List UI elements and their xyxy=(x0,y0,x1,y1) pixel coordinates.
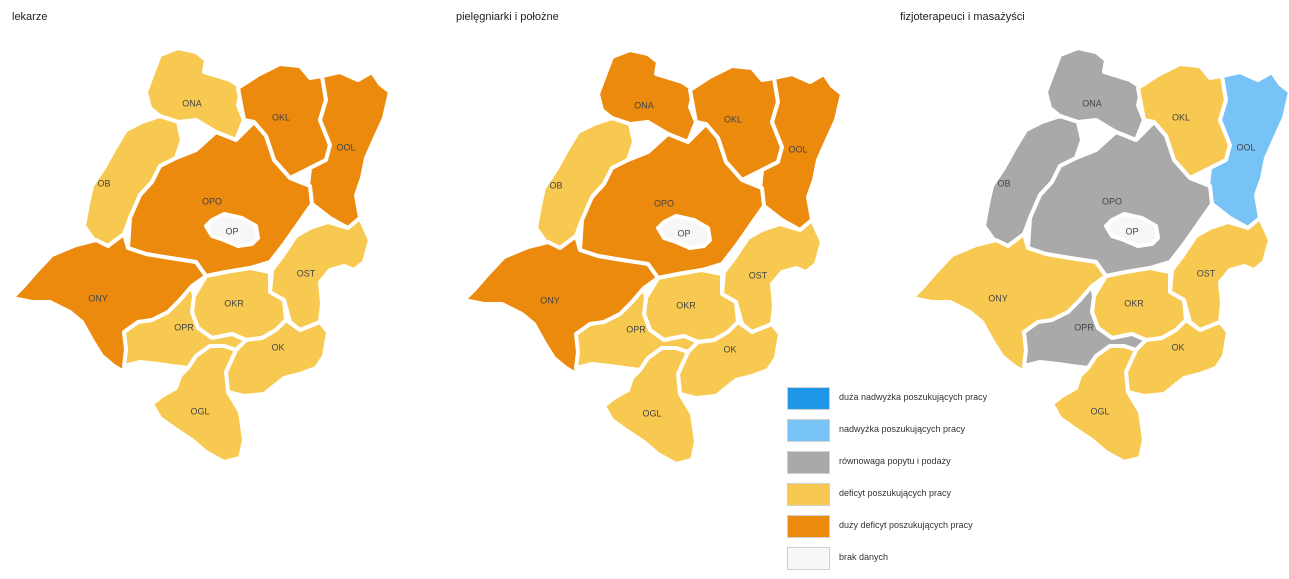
legend-swatch xyxy=(787,419,830,442)
region-label-ony: ONY xyxy=(88,293,108,303)
region-op xyxy=(1104,212,1160,248)
legend-label: duża nadwyżka poszukujących pracy xyxy=(839,392,988,402)
region-label-ost: OST xyxy=(297,268,316,278)
region-label-ogl: OGL xyxy=(1090,406,1109,416)
map-lekarze: ONA OKL OOL OB OPO OP ONY OST OKR OPR OK OGL xyxy=(10,46,392,464)
region-ogl xyxy=(150,344,246,464)
legend-label: nadwyżka poszukujących pracy xyxy=(839,424,966,434)
region-label-ob: OB xyxy=(97,178,110,188)
region-label-opo: OPO xyxy=(1102,196,1122,206)
region-label-opr: OPR xyxy=(174,322,194,332)
region-ona xyxy=(144,46,246,142)
region-label-okl: OKL xyxy=(1172,112,1190,122)
map-pielegniarki: ONA OKL OOL OB OPO OP ONY OST OKR OPR OK OGL xyxy=(462,48,844,466)
region-label-ony: ONY xyxy=(988,293,1008,303)
region-label-ob: OB xyxy=(549,180,562,190)
region-label-okl: OKL xyxy=(272,112,290,122)
region-op xyxy=(656,214,712,250)
region-label-opo: OPO xyxy=(654,198,674,208)
region-label-okr: OKR xyxy=(676,300,696,310)
legend-swatch xyxy=(787,483,830,506)
region-opo xyxy=(126,120,314,278)
region-label-op: OP xyxy=(1125,226,1138,236)
region-label-ok: OK xyxy=(723,344,736,354)
legend-label: brak danych xyxy=(839,552,889,562)
region-label-ona: ONA xyxy=(182,98,202,108)
region-ool xyxy=(306,70,392,230)
region-label-ok: OK xyxy=(1171,342,1184,352)
region-ool xyxy=(758,72,844,232)
region-label-okr: OKR xyxy=(224,298,244,308)
region-label-okr: OKR xyxy=(1124,298,1144,308)
region-label-op: OP xyxy=(225,226,238,236)
legend-swatch xyxy=(787,515,830,538)
legend-label: równowaga popytu i podaży xyxy=(839,456,951,466)
region-op xyxy=(204,212,260,248)
legend-label: duży deficyt poszukujących pracy xyxy=(839,520,973,530)
region-ona xyxy=(1044,46,1146,142)
region-label-opr: OPR xyxy=(1074,322,1094,332)
legend-swatch xyxy=(787,547,830,570)
legend-label: deficyt poszukujących pracy xyxy=(839,488,952,498)
region-label-ool: OOL xyxy=(1236,142,1255,152)
region-label-opo: OPO xyxy=(202,196,222,206)
region-ogl xyxy=(1050,344,1146,464)
map-fizjoterapeuci: ONA OKL OOL OB OPO OP ONY OST OKR OPR OK OGL xyxy=(910,46,1289,464)
region-label-opr: OPR xyxy=(626,324,646,334)
region-label-okl: OKL xyxy=(724,114,742,124)
region-label-ogl: OGL xyxy=(642,408,661,418)
region-label-ogl: OGL xyxy=(190,406,209,416)
region-label-ool: OOL xyxy=(336,142,355,152)
region-ool xyxy=(1206,70,1289,230)
region-label-ona: ONA xyxy=(634,100,654,110)
map-title-pielegniarki: pielęgniarki i położne xyxy=(456,11,559,23)
region-label-ool: OOL xyxy=(788,144,807,154)
region-opo xyxy=(578,122,766,280)
legend-swatch xyxy=(787,451,830,474)
region-label-ost: OST xyxy=(1197,268,1216,278)
region-opo xyxy=(1026,120,1214,278)
region-label-ok: OK xyxy=(271,342,284,352)
region-label-ob: OB xyxy=(997,178,1010,188)
region-ogl xyxy=(602,346,698,466)
map-title-lekarze: lekarze xyxy=(12,11,48,23)
region-ona xyxy=(596,48,698,144)
region-label-ony: ONY xyxy=(540,295,560,305)
map-title-fizjoterapeuci: fizjoterapeuci i masażyści xyxy=(900,11,1025,23)
region-label-ona: ONA xyxy=(1082,98,1102,108)
region-label-op: OP xyxy=(677,228,690,238)
legend-swatch xyxy=(787,387,830,410)
region-label-ost: OST xyxy=(749,270,768,280)
